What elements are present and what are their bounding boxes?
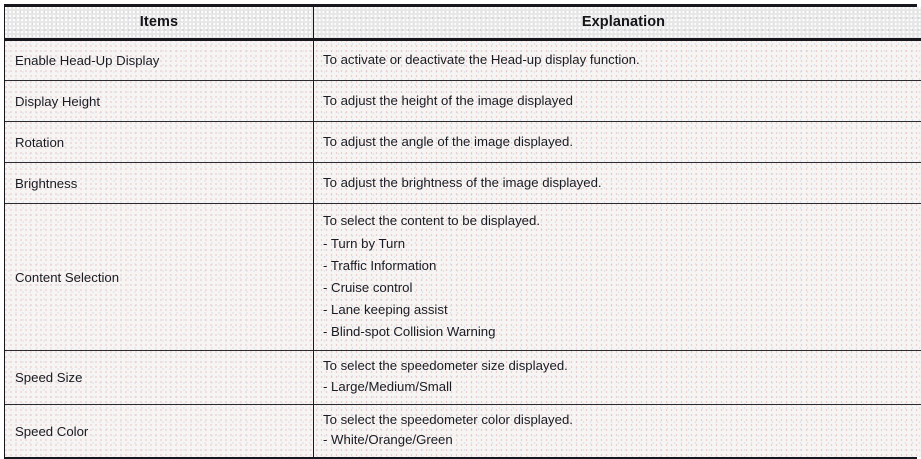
item-label: Content Selection	[15, 269, 305, 286]
settings-table-frame: Items Explanation Enable Head-Up Display…	[4, 4, 917, 459]
item-label: Enable Head-Up Display	[15, 52, 305, 69]
column-header-explanation: Explanation	[314, 7, 921, 40]
table-header-row: Items Explanation	[5, 7, 921, 40]
explanation-option-item: - Turn by Turn	[323, 233, 921, 255]
table-header: Items Explanation	[5, 7, 921, 40]
table-row: Display Height To adjust the height of th…	[5, 81, 921, 122]
column-header-items: Items	[5, 7, 314, 40]
explanation-option-item: - Large/Medium/Small	[323, 376, 921, 398]
cell-explanation: To select the content to be displayed.- …	[314, 204, 921, 351]
explanation-lead-text: To adjust the angle of the image display…	[323, 133, 921, 152]
cell-explanation: To select the speedometer color displaye…	[314, 404, 921, 457]
cell-item: Rotation	[5, 122, 314, 163]
cell-item: Content Selection	[5, 204, 314, 351]
table-row: Enable Head-Up Display To activate or dea…	[5, 40, 921, 81]
cell-explanation: To select the speedometer size displayed…	[314, 351, 921, 405]
cell-item: Display Height	[5, 81, 314, 122]
table-row: Brightness To adjust the brightness of th…	[5, 163, 921, 204]
explanation-content: To select the speedometer size displayed…	[323, 357, 921, 398]
explanation-option-item: - Cruise control	[323, 277, 921, 299]
explanation-lead-text: To select the speedometer color displaye…	[323, 411, 921, 430]
explanation-lead-text: To activate or deactivate the Head-up di…	[323, 51, 921, 70]
explanation-content: To adjust the height of the image displa…	[323, 92, 921, 111]
explanation-lead-text: To select the speedometer size displayed…	[323, 357, 921, 376]
explanation-content: To select the speedometer color displaye…	[323, 411, 921, 452]
explanation-content: To adjust the brightness of the image di…	[323, 174, 921, 193]
explanation-lead-text: To adjust the brightness of the image di…	[323, 174, 921, 193]
explanation-option-item: - Traffic Information	[323, 255, 921, 277]
item-label: Speed Size	[15, 369, 305, 386]
cell-explanation: To adjust the angle of the image display…	[314, 122, 921, 163]
item-label: Speed Color	[15, 423, 305, 440]
cell-item: Brightness	[5, 163, 314, 204]
explanation-lead-text: To select the content to be displayed.	[323, 210, 921, 232]
table-row: Speed Color To select the speedometer col…	[5, 404, 921, 457]
cell-explanation: To activate or deactivate the Head-up di…	[314, 40, 921, 81]
cell-item: Enable Head-Up Display	[5, 40, 314, 81]
item-label: Brightness	[15, 175, 305, 192]
head-up-display-settings-table: Items Explanation Enable Head-Up Display…	[5, 7, 921, 457]
explanation-content: To select the content to be displayed.- …	[323, 210, 921, 343]
cell-explanation: To adjust the height of the image displa…	[314, 81, 921, 122]
table-row: Content Selection To select the content t…	[5, 204, 921, 351]
explanation-option-item: - White/Orange/Green	[323, 429, 921, 451]
item-label: Display Height	[15, 93, 305, 110]
table-body: Enable Head-Up Display To activate or dea…	[5, 40, 921, 458]
cell-item: Speed Color	[5, 404, 314, 457]
explanation-option-item: - Blind-spot Collision Warning	[323, 321, 921, 343]
item-label: Rotation	[15, 134, 305, 151]
explanation-content: To adjust the angle of the image display…	[323, 133, 921, 152]
cell-item: Speed Size	[5, 351, 314, 405]
explanation-lead-text: To adjust the height of the image displa…	[323, 92, 921, 111]
table-row: Rotation To adjust the angle of the image…	[5, 122, 921, 163]
table-row: Speed Size To select the speedometer size…	[5, 351, 921, 405]
explanation-content: To activate or deactivate the Head-up di…	[323, 51, 921, 70]
explanation-option-item: - Lane keeping assist	[323, 299, 921, 321]
cell-explanation: To adjust the brightness of the image di…	[314, 163, 921, 204]
